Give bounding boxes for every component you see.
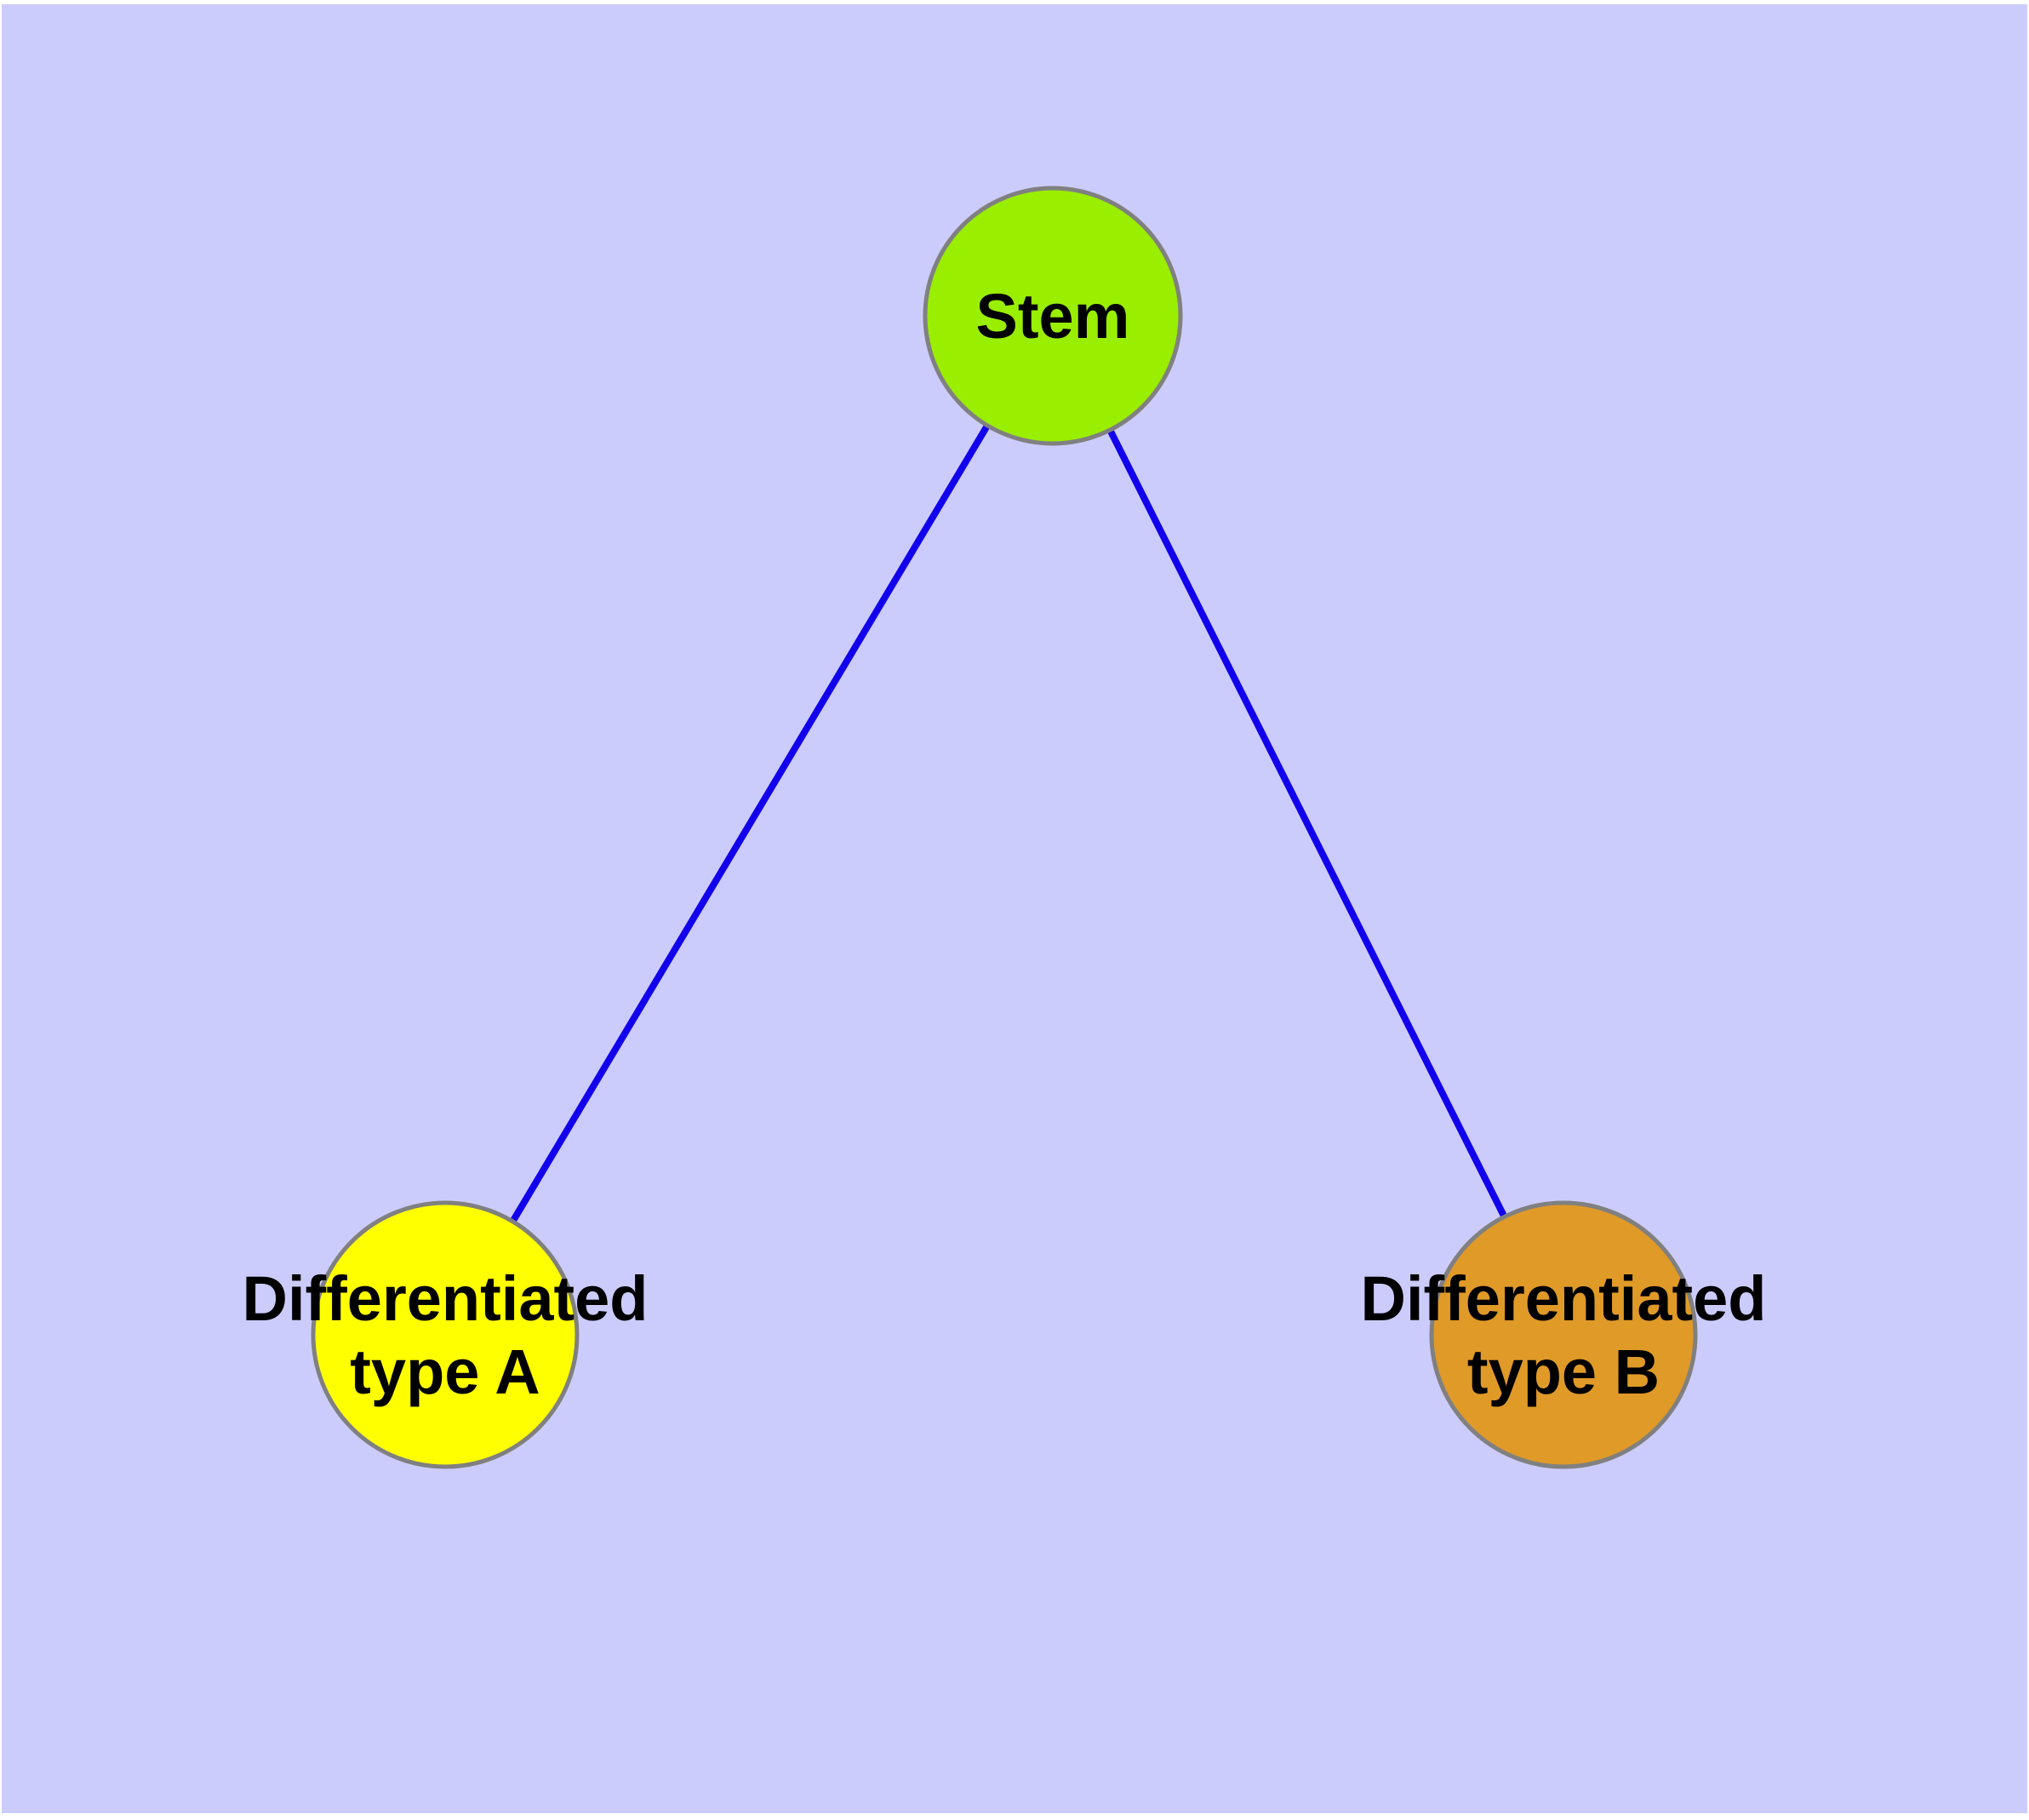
graph-node-label-stem: Stem [976, 281, 1130, 352]
graph-edge-stem-to-diff-a[interactable] [507, 421, 992, 1227]
graph-node-label-line: Stem [976, 281, 1130, 352]
graph-node-label-line: type B [1467, 1336, 1660, 1407]
graph-node-stem[interactable] [923, 186, 1183, 446]
graph-node-diff_b[interactable] [1429, 1200, 1698, 1469]
graph-node-label-line: Differentiated [243, 1263, 649, 1334]
graph-node-label-line: Differentiated [1361, 1263, 1767, 1334]
edges-layer [507, 421, 1509, 1227]
graph-node-diff_a[interactable] [311, 1200, 580, 1469]
graph-edge-stem-to-diff-b[interactable] [1105, 425, 1509, 1222]
nodes-layer [311, 186, 1698, 1469]
graph-node-label-line: type A [350, 1336, 540, 1407]
